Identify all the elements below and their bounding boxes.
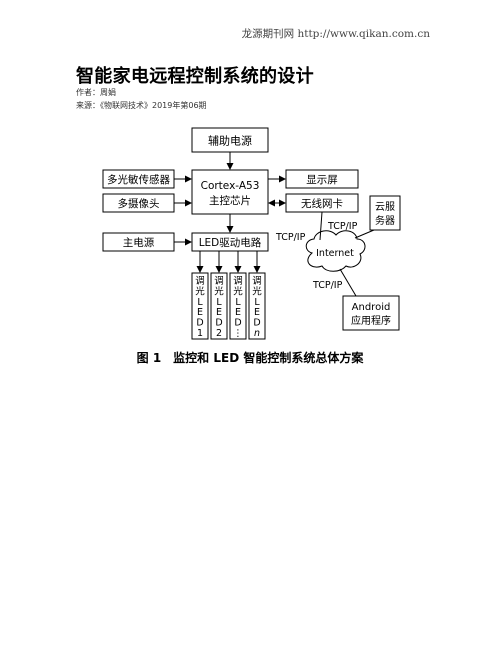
led-column-char: ⋮ (233, 328, 243, 339)
led-column-char: L (216, 297, 222, 308)
led-column-char: D (234, 318, 241, 329)
figure-caption: 图 1 监控和 LED 智能控制系统总体方案 (137, 350, 365, 365)
cloud-server-box: 云服 务器 (369, 195, 401, 231)
led-column-char: L (197, 297, 203, 308)
led-column-char: E (235, 307, 241, 318)
camera-box: 多摄像头 (102, 193, 175, 213)
article-title: 智能家电远程控制系统的设计 (76, 66, 314, 87)
led-column-char: n (254, 328, 260, 339)
cpu-box: Cortex-A53 主控芯片 (191, 169, 269, 215)
android-label-line2: 应用程序 (351, 314, 391, 327)
wireless-box: 无线网卡 (285, 193, 359, 213)
led-column-char: 光 (252, 285, 262, 297)
led-driver-label: LED驱动电路 (199, 236, 262, 249)
display-label: 显示屏 (306, 174, 338, 186)
led-column-n (248, 272, 266, 340)
android-app-box: Android 应用程序 (342, 295, 400, 331)
tcp-label-wireless: TCP/IP (275, 232, 306, 243)
led-column-char: E (254, 307, 260, 318)
led-column-2 (210, 272, 228, 340)
led-column-char: 光 (233, 285, 243, 297)
led-column-char: 光 (214, 285, 224, 297)
main-power-label: 主电源 (123, 236, 155, 249)
led-column-char: 调 (214, 276, 224, 287)
wireless-label: 无线网卡 (301, 197, 343, 210)
led-column-char: E (197, 307, 203, 318)
journal-site-header: 龙源期刊网 http://www.qikan.com.cn (241, 28, 430, 40)
led-column-char: L (235, 297, 241, 308)
cloud-server-line2: 务器 (375, 214, 395, 227)
led-column-char: 调 (252, 276, 262, 287)
internet-cloud: Internet (305, 230, 366, 272)
led-column-char: 调 (233, 276, 243, 287)
camera-label: 多摄像头 (118, 197, 160, 210)
cpu-label-line1: Cortex-A53 (201, 180, 260, 192)
display-box: 显示屏 (285, 169, 359, 189)
tcp-label-android: TCP/IP (312, 280, 343, 291)
aux-power-label: 辅助电源 (208, 134, 252, 148)
led-column-char: 1 (197, 328, 203, 339)
article-author: 作者：周娟 (76, 88, 116, 97)
led-column-char: 2 (216, 328, 222, 339)
light-sensor-box: 多光敏传感器 (102, 169, 175, 189)
tcp-label-cloud: TCP/IP (327, 221, 358, 232)
led-column-char: 光 (195, 285, 205, 297)
connector-arrows (174, 152, 375, 297)
cpu-label-line2: 主控芯片 (209, 194, 251, 207)
cloud-server-line1: 云服 (375, 201, 395, 213)
led-column-3 (229, 272, 247, 340)
main-power-box: 主电源 (102, 232, 175, 252)
led-driver-box: LED驱动电路 (191, 232, 269, 252)
led-column-char: E (216, 307, 222, 318)
internet-label: Internet (316, 248, 354, 259)
aux-power-box: 辅助电源 (191, 127, 269, 153)
light-sensor-label: 多光敏传感器 (107, 173, 170, 186)
led-column-char: D (215, 318, 222, 329)
led-column-char: L (254, 297, 260, 308)
article-source: 来源：《物联网技术》2019年第06期 (76, 101, 207, 110)
led-column-char: D (196, 318, 203, 329)
led-column-char: D (253, 318, 260, 329)
android-label-line1: Android (352, 302, 391, 313)
led-column-1 (191, 272, 209, 340)
led-column-char: 调 (195, 276, 205, 287)
